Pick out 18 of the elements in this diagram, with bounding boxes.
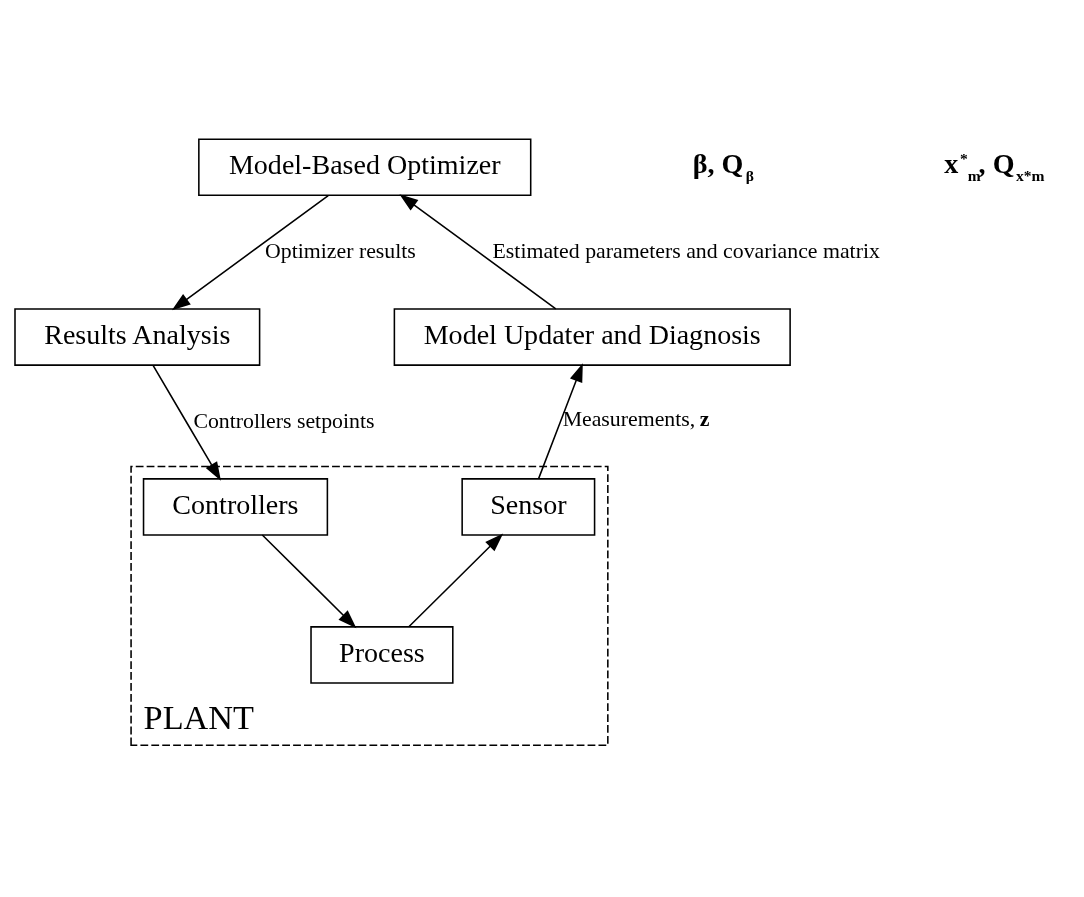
node-box: Model Updater and Diagnosis: [393, 308, 791, 366]
edge-label: Measurements, z: [562, 407, 710, 432]
arrow: [537, 363, 583, 480]
arrow: [261, 534, 357, 629]
arrow: [171, 194, 329, 311]
label: x$^{*}$$_{m}$, Q$_{x*m}$: [944, 147, 1045, 185]
edge-label: Optimizer results: [265, 238, 416, 263]
label: β, Q$_{β}$: [692, 147, 754, 185]
arrow: [399, 194, 557, 310]
arrow: [408, 533, 504, 628]
edge-label: Estimated parameters and covariance matrix: [492, 238, 880, 263]
node-box: Results Analysis: [14, 308, 261, 366]
node-box: Process: [310, 626, 454, 684]
edge-label: Controllers setpoints: [193, 408, 375, 433]
node-box: Controllers: [142, 478, 329, 536]
node-box: Model-Based Optimizer: [198, 138, 532, 197]
node-box: Sensor: [461, 478, 596, 536]
arrow: [152, 364, 221, 481]
